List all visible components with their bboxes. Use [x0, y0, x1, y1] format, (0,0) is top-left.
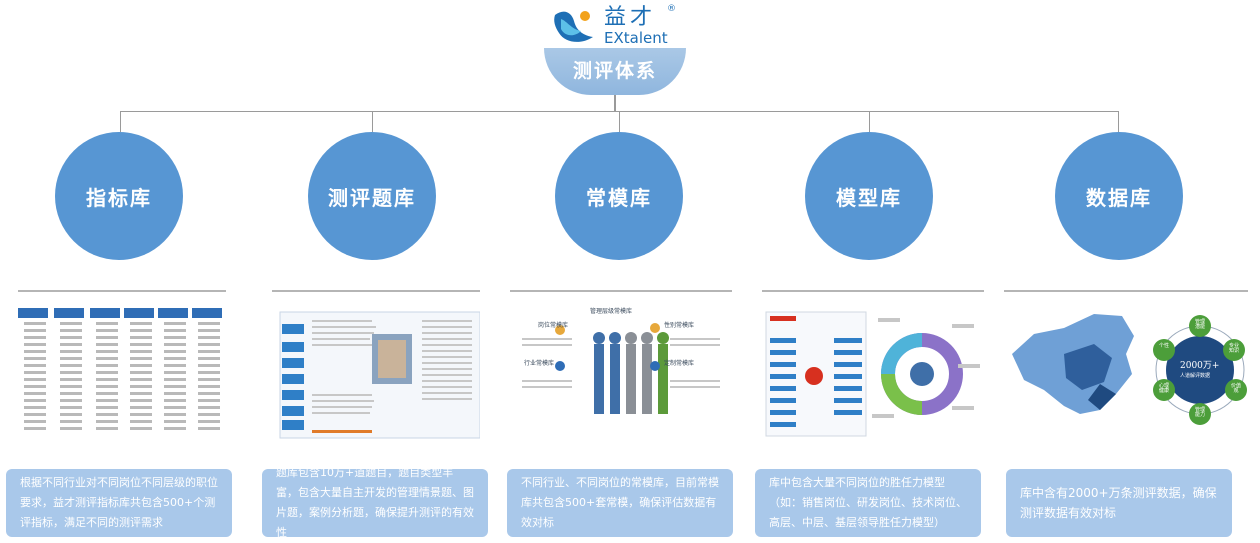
node-label: 数据库 — [1086, 185, 1152, 210]
node-label: 指标库 — [86, 185, 152, 210]
node-indicator-library[interactable]: 指标库 — [55, 132, 183, 260]
node-label: 模型库 — [836, 185, 902, 210]
desc-norm-library: 不同行业、不同岗位的常模库，目前常模库共包含500+套常模，确保评估数据有效对标 — [507, 469, 733, 537]
database-bubble-label: 个性 — [1158, 343, 1169, 349]
node-database[interactable]: 数据库 — [1055, 132, 1183, 260]
desc-text: 库中含有2000+万条测评数据，确保测评数据有效对标 — [1020, 486, 1217, 520]
node-model-library[interactable]: 模型库 — [805, 132, 933, 260]
divider — [1004, 290, 1248, 292]
desc-text: 不同行业、不同岗位的常模库，目前常模库共包含500+套常模，确保评估数据有效对标 — [521, 476, 719, 529]
desc-database: 库中含有2000+万条测评数据，确保测评数据有效对标 — [1006, 469, 1232, 537]
divider — [762, 290, 984, 292]
desc-model-library: 库中包含大量不同岗位的胜任力模型（如：销售岗位、研发岗位、技术岗位、高层、中层、… — [755, 469, 981, 537]
registered-mark: ® — [667, 4, 676, 14]
model-library-thumbnail — [762, 294, 984, 440]
connector-drop — [372, 111, 373, 132]
connector-drop — [1118, 111, 1119, 132]
desc-text: 库中包含大量不同岗位的胜任力模型（如：销售岗位、研发岗位、技术岗位、高层、中层、… — [769, 476, 967, 529]
desc-text: 题库包含10万+道题目，题目类型丰富，包含大量自主开发的管理情景题、图片题，案例… — [276, 466, 474, 539]
connector-drop — [619, 111, 620, 132]
desc-question-bank: 题库包含10万+道题目，题目类型丰富，包含大量自主开发的管理情景题、图片题，案例… — [262, 466, 488, 539]
norm-library-thumbnail: 管理层级常模库 岗位常模库 性别常模库 行业常模库 定制常模库 — [510, 294, 732, 440]
title-dome: 测评体系 — [544, 48, 686, 95]
connector-drop — [120, 111, 121, 132]
divider — [272, 290, 480, 292]
logo-mark-icon — [554, 11, 593, 42]
desc-text: 根据不同行业对不同岗位不同层级的职位要求，益才测评指标库共包含500+个测评指标… — [20, 476, 218, 529]
database-bubble-label: 心理健康 — [1158, 383, 1169, 394]
divider — [18, 290, 226, 292]
database-bubble-label: 管理潜能 — [1194, 319, 1205, 330]
node-label: 常模库 — [586, 185, 652, 210]
database-thumbnail: 2000万+ 人道解评数据 管理潜能 专业知识 价值观 管理能力 心理健康 个性 — [1004, 294, 1248, 440]
node-question-bank[interactable]: 测评题库 — [308, 132, 436, 260]
indicator-table-thumbnail — [18, 294, 226, 440]
node-norm-library[interactable]: 常模库 — [555, 132, 683, 260]
norm-item-label: 定制常模库 — [664, 360, 695, 367]
question-bank-thumbnail — [272, 294, 480, 440]
database-bubble-label: 专业知识 — [1228, 343, 1239, 354]
connector-trunk — [614, 95, 616, 112]
database-bubble-label: 价值观 — [1230, 383, 1241, 394]
page-title: 测评体系 — [572, 60, 657, 82]
database-bubble-label: 管理能力 — [1194, 407, 1205, 418]
divider — [510, 290, 732, 292]
brand-cn-name: 益才 — [604, 5, 657, 30]
database-center-sub: 人道解评数据 — [1180, 373, 1211, 379]
norm-center-label: 管理层级常模库 — [590, 308, 633, 315]
norm-item-label: 性别常模库 — [664, 322, 695, 329]
database-center-value: 2000万+ — [1180, 361, 1220, 371]
desc-indicator-library: 根据不同行业对不同岗位不同层级的职位要求，益才测评指标库共包含500+个测评指标… — [6, 469, 232, 537]
connector-drop — [869, 111, 870, 132]
brand-logo: 益才 ® EXtalent — [549, 4, 689, 48]
norm-item-label: 岗位常模库 — [538, 322, 569, 329]
node-label: 测评题库 — [328, 185, 416, 210]
brand-en-name: EXtalent — [604, 29, 668, 47]
norm-item-label: 行业常模库 — [524, 360, 555, 367]
